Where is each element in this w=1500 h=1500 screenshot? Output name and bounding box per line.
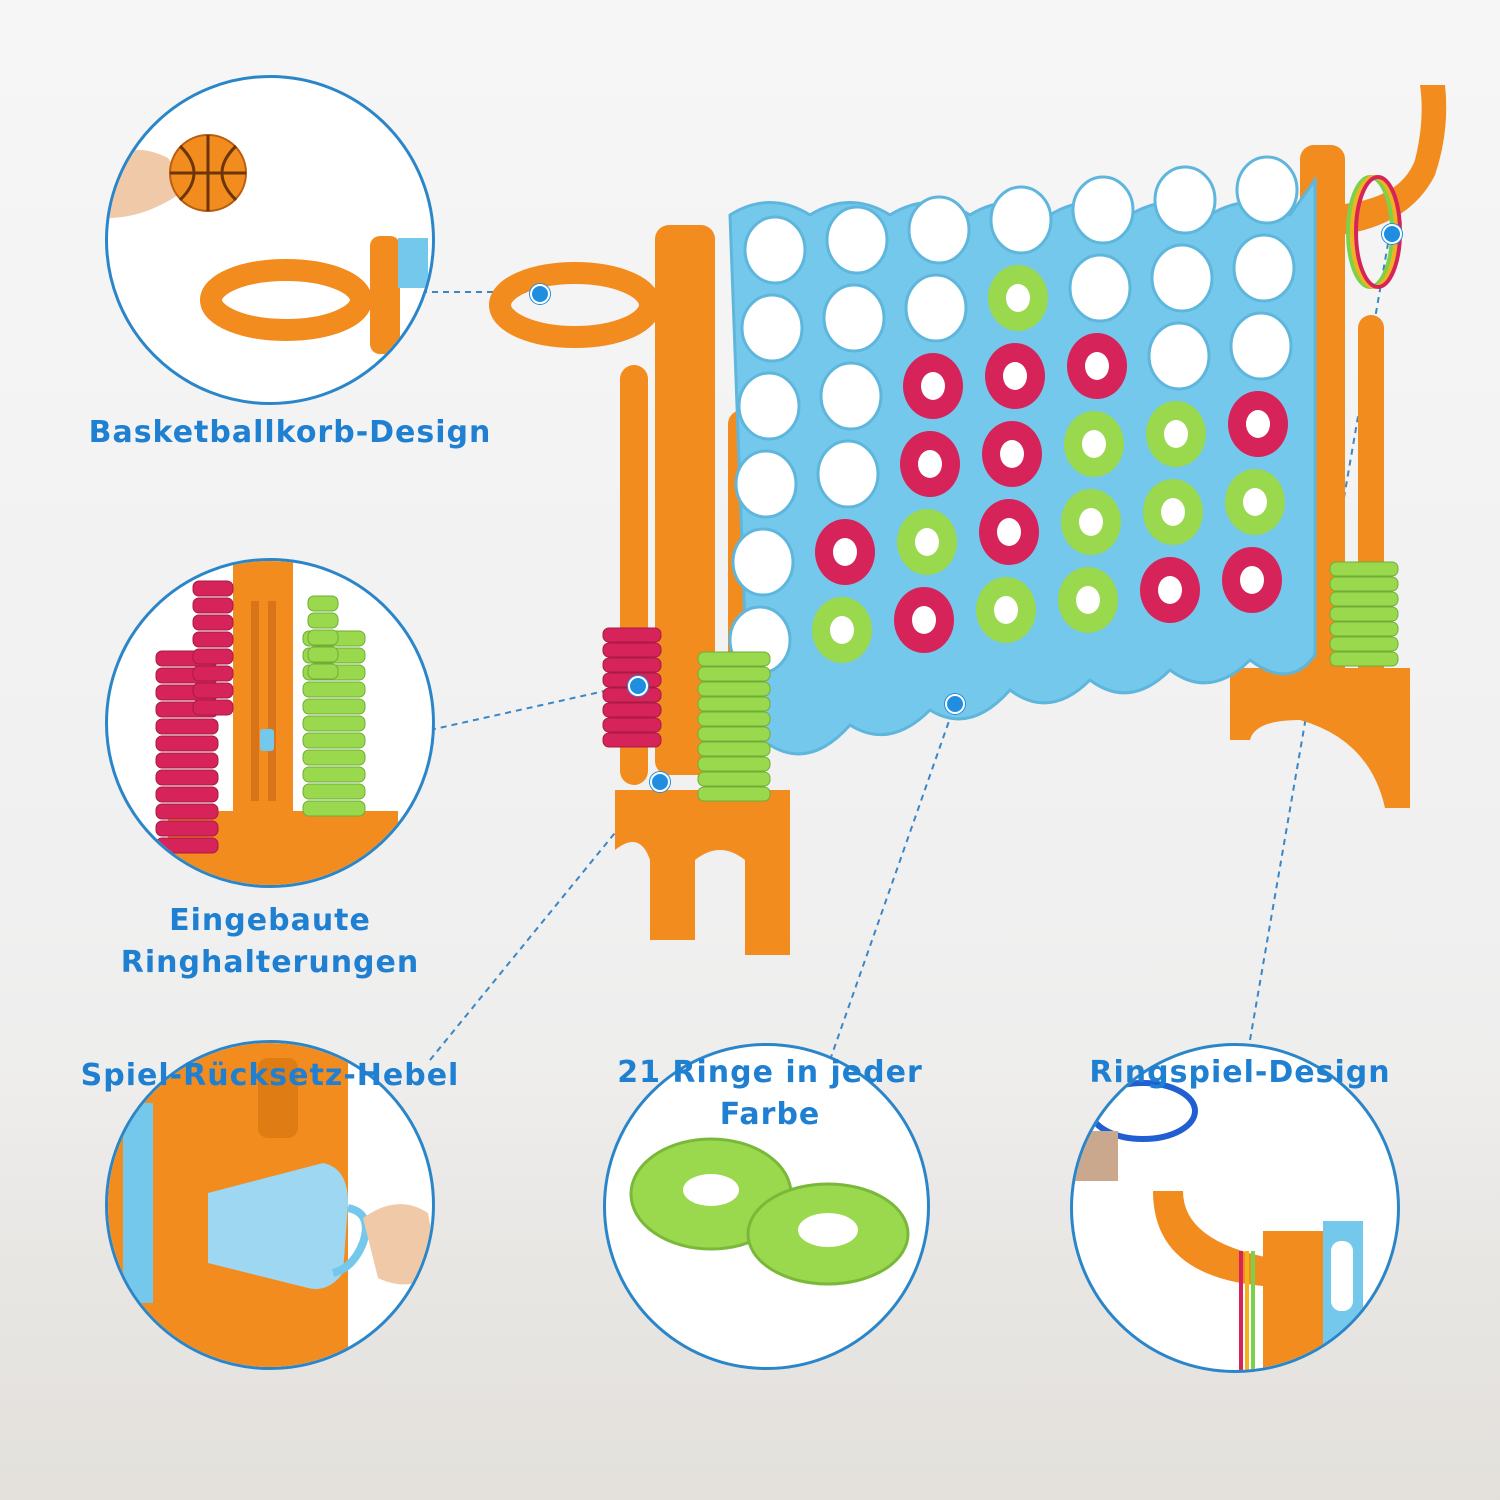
board-hole bbox=[743, 215, 807, 285]
red-ring-stack bbox=[602, 627, 662, 748]
feature-circle-rings bbox=[603, 1043, 930, 1370]
game-disc-hole bbox=[1240, 566, 1264, 594]
game-disc-hole bbox=[830, 616, 854, 644]
game-disc-hole bbox=[1003, 362, 1027, 390]
holder-marker-dot bbox=[628, 676, 648, 696]
board-hole bbox=[1235, 155, 1299, 225]
feature-circle-lever bbox=[105, 1040, 435, 1370]
release-lever-icon bbox=[208, 1163, 348, 1289]
game-disc-hole bbox=[1079, 508, 1103, 536]
board-holes bbox=[728, 155, 1299, 675]
basketball-hoop bbox=[489, 262, 661, 348]
board-hole bbox=[822, 283, 886, 353]
board-hole bbox=[907, 195, 971, 265]
green-ring-stack-left bbox=[697, 651, 771, 802]
board-hole bbox=[1229, 311, 1293, 381]
board-hole bbox=[1232, 233, 1296, 303]
ring-disc-icon bbox=[746, 1182, 910, 1286]
game-disc-hole bbox=[833, 538, 857, 566]
board-hole bbox=[737, 371, 801, 441]
game-disc-hole bbox=[1076, 586, 1100, 614]
label-rings-line1: 21 Ringe in jeder bbox=[617, 1055, 923, 1090]
hand-icon bbox=[108, 150, 188, 218]
feature-circle-hoop bbox=[105, 75, 435, 405]
hoop-marker-dot bbox=[530, 284, 550, 304]
game-disc-hole bbox=[1085, 352, 1109, 380]
rings-marker-dot bbox=[945, 694, 965, 714]
game-disc-hole bbox=[1246, 410, 1270, 438]
game-disc-hole bbox=[918, 450, 942, 478]
board-hole bbox=[1147, 321, 1211, 391]
feature-circle-holders bbox=[105, 558, 435, 888]
hoop-detail-image bbox=[108, 134, 428, 354]
toss-ring-icon bbox=[1088, 1080, 1198, 1142]
game-disc-hole bbox=[1000, 440, 1024, 468]
green-ring-stack-right bbox=[1329, 561, 1399, 667]
game-disc-hole bbox=[1158, 576, 1182, 604]
game-disc-hole bbox=[997, 518, 1021, 546]
label-holders-line2: Ringhalterungen bbox=[120, 945, 420, 980]
label-hoop: Basketballkorb-Design bbox=[88, 415, 492, 450]
board-hole bbox=[989, 185, 1053, 255]
basketball-icon bbox=[169, 134, 247, 212]
game-disc-hole bbox=[1243, 488, 1267, 516]
game-disc-hole bbox=[912, 606, 936, 634]
label-rings-line2: Farbe bbox=[719, 1097, 821, 1132]
feature-circle-ringtoss bbox=[1070, 1043, 1400, 1373]
board-hole bbox=[825, 205, 889, 275]
board-hole bbox=[1068, 253, 1132, 323]
holders-detail-image bbox=[155, 561, 398, 885]
game-disc-hole bbox=[1006, 284, 1030, 312]
label-rings: 21 Ringe in jeder Farbe bbox=[560, 1052, 980, 1136]
game-disc-hole bbox=[1082, 430, 1106, 458]
game-disc-hole bbox=[1164, 420, 1188, 448]
board-hole bbox=[904, 273, 968, 343]
lever-marker-dot bbox=[650, 772, 670, 792]
label-holders-line1: Eingebaute bbox=[169, 903, 371, 938]
hand-icon bbox=[363, 1204, 432, 1285]
label-ringtoss: Ringspiel-Design bbox=[1089, 1055, 1391, 1090]
game-disc-hole bbox=[994, 596, 1018, 624]
game-disc-hole bbox=[915, 528, 939, 556]
board-hole bbox=[1071, 175, 1135, 245]
label-lever: Spiel-Rücksetz-Hebel bbox=[80, 1058, 460, 1093]
board-hole bbox=[740, 293, 804, 363]
board-hole bbox=[1153, 165, 1217, 235]
ringtoss-detail-image bbox=[1073, 1080, 1363, 1370]
board-hole bbox=[816, 439, 880, 509]
lever-detail-image bbox=[108, 1043, 432, 1367]
game-disc-hole bbox=[1161, 498, 1185, 526]
board-hole bbox=[1150, 243, 1214, 313]
rings-detail-image bbox=[629, 1137, 910, 1286]
ringtoss-marker-dot bbox=[1382, 224, 1402, 244]
board-hole bbox=[819, 361, 883, 431]
game-disc-hole bbox=[921, 372, 945, 400]
board-hole bbox=[731, 527, 795, 597]
board-hole bbox=[734, 449, 798, 519]
label-holders: Eingebaute Ringhalterungen bbox=[80, 900, 460, 984]
